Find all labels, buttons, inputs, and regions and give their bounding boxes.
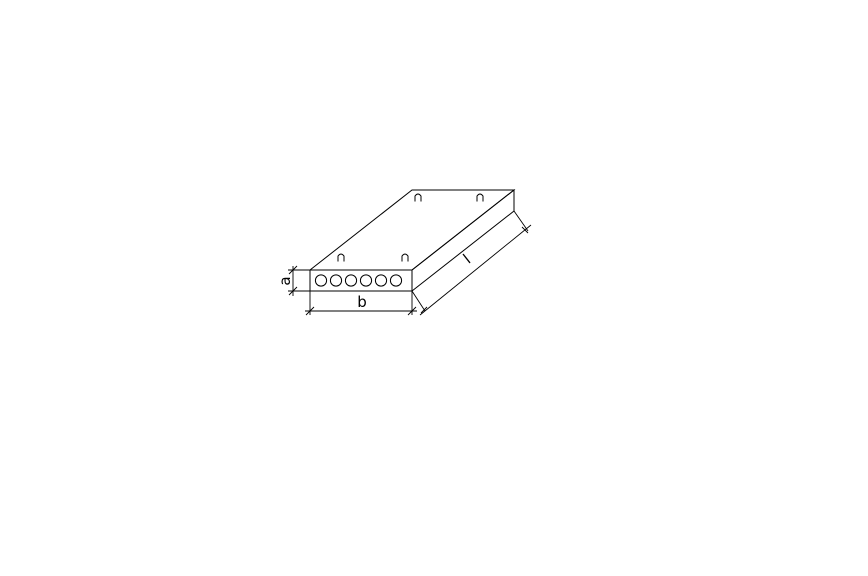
lifting-loop <box>476 193 484 202</box>
hollow-core-3 <box>344 274 358 287</box>
lifting-loop <box>337 253 345 262</box>
thickness-label: a <box>276 276 294 285</box>
lifting-loop <box>401 253 409 262</box>
lifting-loop <box>414 193 422 202</box>
hollow-core-5 <box>374 274 388 287</box>
hollow-core-2 <box>329 274 343 287</box>
hollow-cores <box>314 274 403 287</box>
slab-top-face <box>308 189 516 271</box>
width-label: b <box>357 293 367 311</box>
hollow-core-4 <box>359 274 373 287</box>
slab-side-face <box>411 188 515 293</box>
hollow-core-1 <box>314 274 328 287</box>
width-dimension: b <box>305 291 417 316</box>
length-dimension: l <box>411 210 532 316</box>
slab-body <box>308 188 516 293</box>
hollow-core-6 <box>389 274 403 287</box>
thickness-dimension: a <box>276 265 310 296</box>
length-label: l <box>460 251 474 268</box>
lifting-loops <box>337 193 484 262</box>
